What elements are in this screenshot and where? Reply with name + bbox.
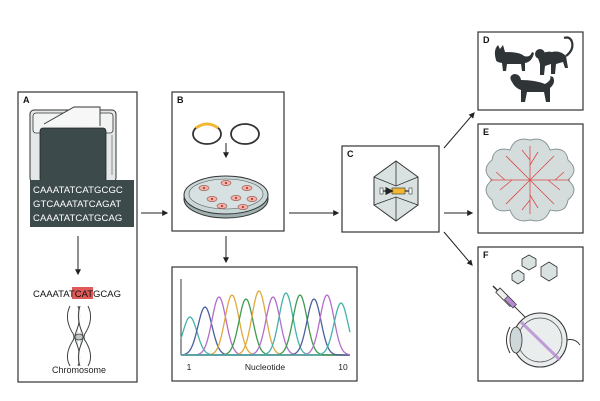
panel-f: F [477, 246, 584, 382]
sequencer-machine-icon [29, 106, 117, 183]
chromosome-icon [66, 305, 92, 367]
panel-b-letter: B [177, 95, 184, 105]
sequence-line-3: CAAATATCATGCAG [33, 213, 122, 224]
cat-silhouette-icon [494, 45, 534, 71]
tick-start: 1 [187, 362, 192, 372]
edited-base-highlight [72, 287, 93, 299]
edited-sequence-suffix: CAG [100, 289, 121, 300]
panel-f-letter: F [483, 250, 489, 260]
blood-vessels [490, 146, 570, 214]
panel-d-letter: D [483, 35, 490, 45]
chromatogram-traces [180, 290, 351, 356]
chromatogram-panel: 1 Nucleotide 10 [171, 266, 358, 382]
panel-a-letter: A [23, 95, 30, 105]
dog-silhouette-icon [510, 74, 554, 102]
chromatogram-peak [181, 302, 351, 356]
edited-sequence: CAAATATCATGCAG [33, 289, 121, 300]
eye-cross-section-icon [506, 312, 581, 368]
gene-cassette-icon [379, 186, 413, 196]
panel-d: D [477, 31, 584, 111]
panel-c: C [341, 145, 440, 233]
syringe-icon [492, 285, 531, 323]
sequence-line-2: GTCAAATATCAGAT [33, 199, 121, 210]
x-axis-label: Nucleotide [245, 362, 285, 372]
edited-sequence-highlight: ATG [82, 289, 101, 300]
arrow-c-to-d [443, 112, 475, 149]
panel-e-letter: E [483, 127, 489, 137]
arrow-c-to-f [443, 231, 473, 266]
monkey-silhouette-icon [535, 36, 574, 75]
tick-end: 10 [338, 362, 348, 372]
panel-e: E [477, 123, 584, 234]
sequence-readout [30, 180, 134, 227]
aav-particles-icon [511, 254, 558, 285]
sequence-line-1: CAAATATCATGCGC [33, 185, 123, 196]
plasmid-with-insert-icon [192, 122, 222, 145]
panel-a: A CAAATATCATGCGC GTCAAATATCAGAT CAAATATC… [17, 91, 138, 383]
plasmid-icon [230, 123, 260, 145]
chromosome-label: Chromosome [52, 365, 106, 375]
panel-c-letter: C [347, 149, 354, 159]
panel-b: B [171, 91, 285, 232]
edited-sequence-prefix: CAAATATC [33, 289, 82, 300]
